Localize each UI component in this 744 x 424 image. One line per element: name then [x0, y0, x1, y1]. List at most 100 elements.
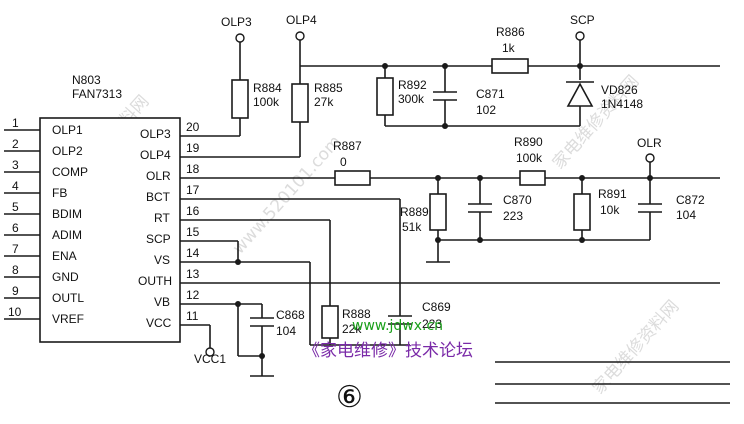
- resistor-r890: [519, 170, 546, 186]
- component-value: 102: [476, 103, 496, 117]
- net-label-olr: OLR: [637, 136, 662, 150]
- pin-number: 9: [12, 284, 19, 298]
- pin-number: 18: [186, 162, 200, 176]
- net-label-olp3: OLP3: [221, 15, 252, 29]
- component-value: 104: [276, 324, 296, 338]
- component-ref: C872: [676, 193, 705, 207]
- capacitor-c870: [468, 203, 492, 213]
- capacitor-c872: [638, 203, 662, 213]
- resistor-r884: [231, 79, 249, 119]
- component-ref: R890: [514, 135, 543, 149]
- pin-number: 15: [186, 225, 200, 239]
- pin-number: 14: [186, 246, 200, 260]
- component-ref: C870: [503, 193, 532, 207]
- ic-body: [39, 117, 181, 343]
- pin-number: 5: [12, 200, 19, 214]
- pin-name: OLP3: [140, 127, 171, 141]
- wires: [180, 40, 730, 404]
- pin-name: OLR: [146, 169, 171, 183]
- pin-name: OUTL: [52, 291, 84, 305]
- right-pin-names: OLP3 OLP4 OLR BCT RT SCP VS OUTH VB VCC: [138, 127, 172, 330]
- component-ref: R886: [496, 25, 525, 39]
- pin-number: 16: [186, 204, 200, 218]
- watermark-text: www.520101.com: [229, 132, 346, 258]
- watermark-text: 家电维修资料网: [589, 297, 683, 399]
- resistor-r886: [491, 58, 529, 74]
- pin-name: OLP1: [52, 123, 83, 137]
- component-value: 10k: [600, 203, 620, 217]
- pin-number: 11: [186, 309, 199, 323]
- capacitor-c869: [388, 315, 412, 325]
- component-ref: R885: [314, 81, 343, 95]
- component-value: 100k: [253, 95, 280, 109]
- net-label-vcc1: VCC1: [194, 352, 226, 366]
- ic-part-number: FAN7313: [72, 87, 122, 101]
- pin-number: 12: [186, 288, 200, 302]
- pin-name: VCC: [146, 316, 172, 330]
- left-pin-leads: [4, 129, 40, 320]
- right-pin-numbers: 20 19 18 17 16 15 14 13 12 11: [186, 120, 200, 323]
- component-value: 51k: [402, 220, 422, 234]
- component-ref: R892: [398, 78, 427, 92]
- left-pin-names: OLP1 OLP2 COMP FB BDIM ADIM ENA GND OUTL…: [52, 123, 88, 326]
- pin-name: SCP: [146, 232, 171, 246]
- net-label-olp4: OLP4: [286, 13, 317, 27]
- pin-name: FB: [52, 186, 67, 200]
- pin-number: 4: [12, 179, 19, 193]
- component-ref: C868: [276, 308, 305, 322]
- pin-name: RT: [154, 211, 170, 225]
- capacitor-c868: [250, 317, 274, 327]
- pin-name: ENA: [52, 249, 77, 263]
- component-ref: VD826: [601, 83, 638, 97]
- component-value: 300k: [398, 92, 425, 106]
- component-ref: R889: [400, 205, 429, 219]
- ground-symbols: [250, 261, 450, 377]
- resistor-r891: [573, 193, 591, 231]
- resistor-r892: [376, 77, 394, 116]
- pin-name: OLP2: [52, 144, 83, 158]
- component-ref: R887: [333, 139, 362, 153]
- pin-name: COMP: [52, 165, 88, 179]
- pin-number: 13: [186, 267, 200, 281]
- component-ref: R888: [342, 307, 371, 321]
- pin-name: OUTH: [138, 274, 172, 288]
- component-value: 1N4148: [601, 97, 643, 111]
- watermark-site: www.jdwx.cn: [352, 318, 443, 334]
- capacitor-c871: [433, 91, 457, 101]
- component-ref: C869: [422, 300, 451, 314]
- pin-name: VB: [154, 295, 170, 309]
- net-terminals: [205, 31, 655, 357]
- resistor-r888: [321, 305, 339, 339]
- pin-number: 6: [12, 221, 19, 235]
- pin-name: OLP4: [140, 148, 171, 162]
- ic-designator: N803: [72, 73, 101, 87]
- pin-name: GND: [52, 270, 79, 284]
- resistor-r885: [291, 83, 309, 123]
- component-ref: R884: [253, 81, 282, 95]
- pin-number: 10: [8, 305, 22, 319]
- pin-name: ADIM: [52, 228, 82, 242]
- pin-number: 2: [12, 137, 19, 151]
- pin-name: VS: [154, 253, 170, 267]
- pin-number: 7: [12, 242, 19, 256]
- component-value: 100k: [516, 151, 543, 165]
- pin-number: 3: [12, 158, 19, 172]
- pin-name: BCT: [146, 190, 171, 204]
- pin-number: 19: [186, 141, 200, 155]
- component-value: 22k: [342, 322, 362, 336]
- component-value: 27k: [314, 95, 334, 109]
- pin-name: VREF: [52, 312, 84, 326]
- pin-number: 1: [12, 116, 19, 130]
- component-value: 1k: [502, 41, 516, 55]
- figure-number: ⑥: [336, 380, 363, 415]
- pin-number: 20: [186, 120, 200, 134]
- left-pin-numbers: 1 2 3 4 5 6 7 8 9 10: [8, 116, 22, 319]
- watermark-forum: 《家电维修》技术论坛: [303, 341, 473, 361]
- junction-dots: [235, 63, 653, 359]
- pin-number: 17: [186, 183, 200, 197]
- component-ref: C871: [476, 87, 505, 101]
- component-value: 223: [503, 209, 523, 223]
- net-label-scp: SCP: [570, 13, 595, 27]
- pin-name: BDIM: [52, 207, 82, 221]
